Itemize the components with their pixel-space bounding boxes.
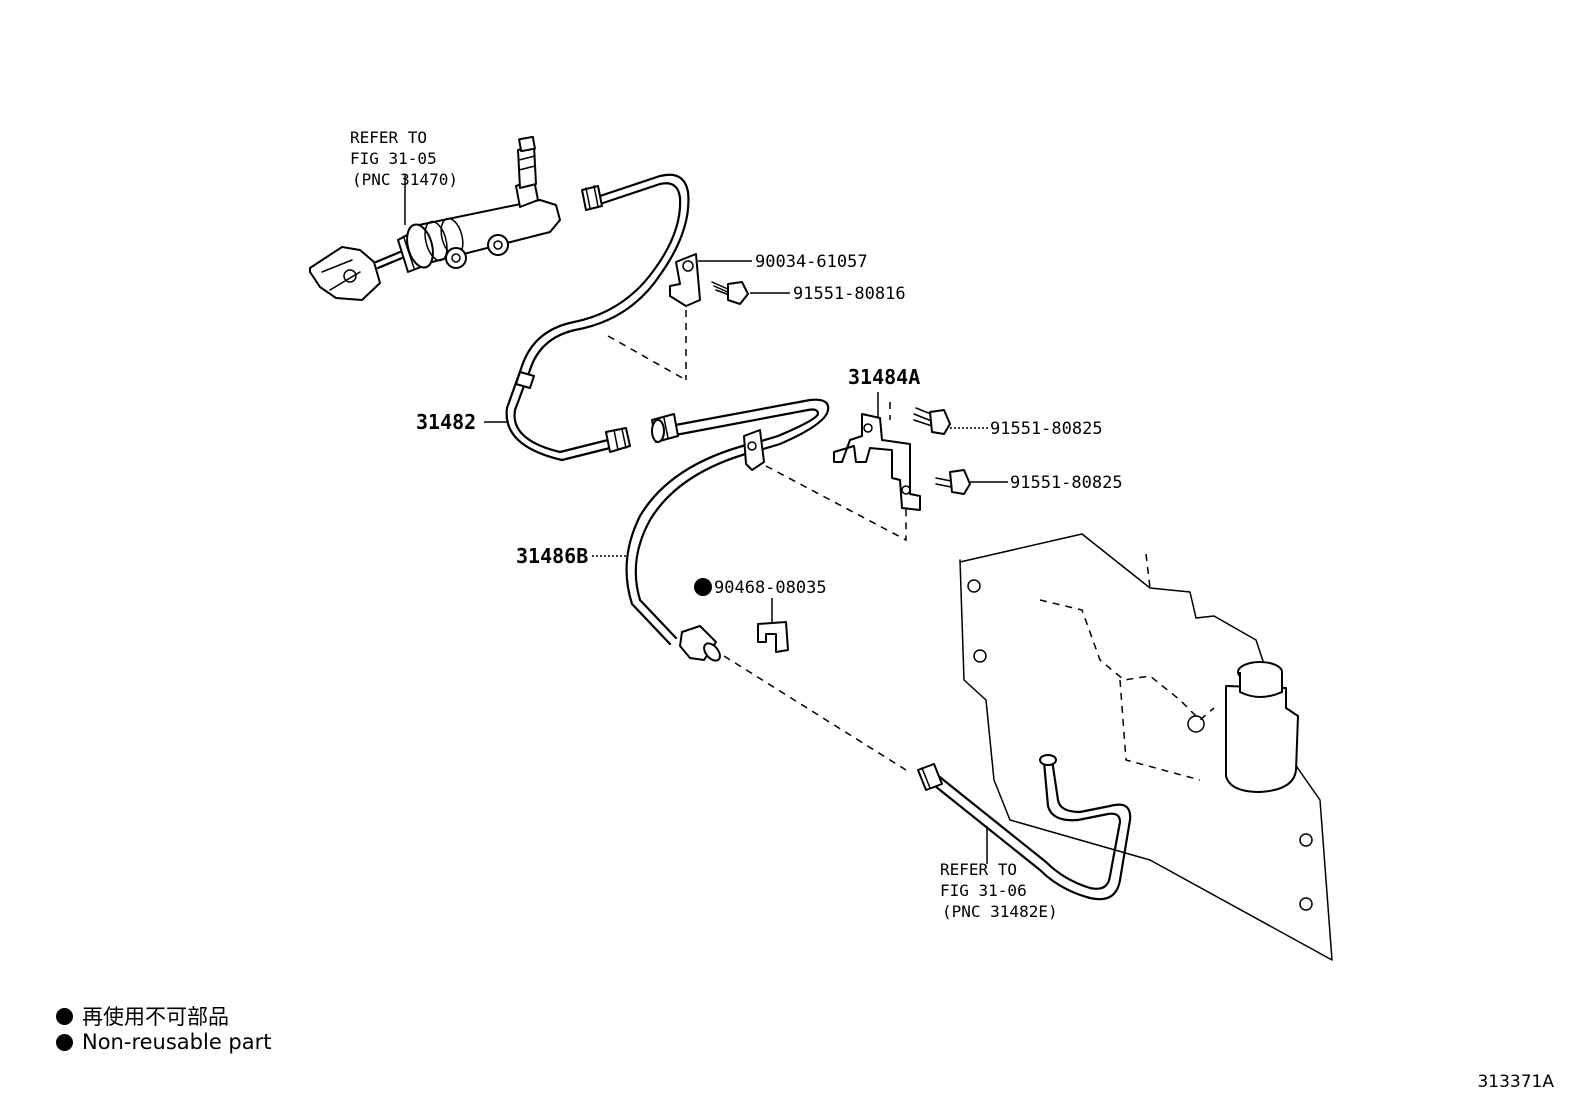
part-91551-80825-a: 91551-80825 <box>990 419 1103 439</box>
hose-clip <box>757 621 789 653</box>
refer-bottom-line3: (PNC 31482E) <box>942 902 1058 921</box>
part-31484A: 31484A <box>848 365 920 389</box>
legend-jp-text: 再使用不可部品 <box>82 1005 229 1029</box>
non-reusable-marker <box>694 578 712 596</box>
part-90034-61057: 90034-61057 <box>755 252 868 272</box>
legend-en: Non-reusable part <box>56 1030 271 1054</box>
legend-jp: 再使用不可部品 <box>56 1001 229 1031</box>
legend-dot-icon <box>56 1007 73 1025</box>
flexible-hose-31486B <box>625 398 830 662</box>
tube-clamp-bracket <box>669 253 701 307</box>
refer-bottom-line1: REFER TO <box>940 860 1017 879</box>
refer-top-label: REFER TO FIG 31-05 (PNC 31470) <box>350 128 458 189</box>
refer-top-line3: (PNC 31470) <box>352 170 458 189</box>
part-91551-80816: 91551-80816 <box>793 284 906 304</box>
refer-top-line1: REFER TO <box>350 128 427 147</box>
clutch-master-cylinder <box>309 135 561 301</box>
legend-dot-icon <box>56 1033 73 1051</box>
part-31486B: 31486B <box>516 544 588 568</box>
part-31482: 31482 <box>416 410 476 434</box>
refer-bottom-label: REFER TO FIG 31-06 (PNC 31482E) <box>940 860 1058 921</box>
bolt-mid-1 <box>913 407 951 435</box>
vehicle-body-panel <box>959 533 1333 961</box>
refer-bottom-line2: FIG 31-06 <box>940 881 1027 900</box>
figure-id: 313371A <box>1477 1072 1554 1092</box>
part-91551-80825-b: 91551-80825 <box>1010 473 1123 493</box>
part-90468-08035: 90468-08035 <box>714 578 827 598</box>
legend-en-text: Non-reusable part <box>82 1030 272 1054</box>
bracket-31484A <box>833 413 921 511</box>
bolt-upper <box>711 281 749 305</box>
refer-top-line2: FIG 31-05 <box>350 149 437 168</box>
bolt-mid-2 <box>935 469 971 495</box>
lower-clutch-tube <box>917 754 1132 901</box>
